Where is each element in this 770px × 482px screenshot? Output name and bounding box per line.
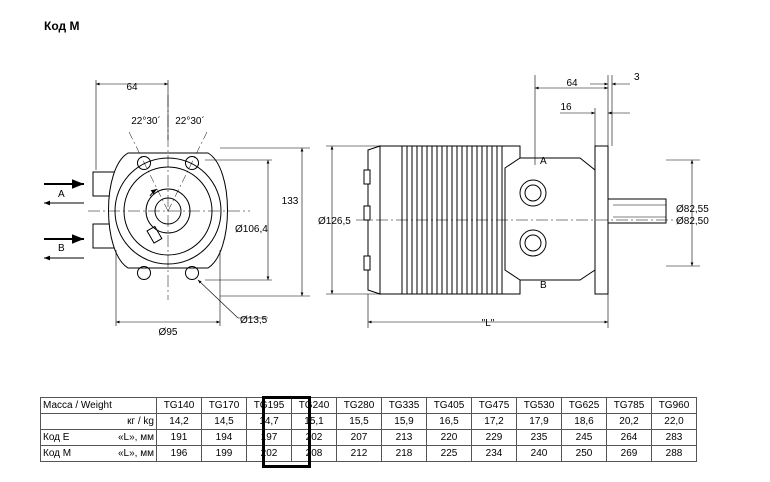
value-cell: 229 xyxy=(471,429,517,446)
value-cell: 14,5 xyxy=(201,413,247,430)
model-cell: TG170 xyxy=(201,397,247,414)
dim-hole: Ø13,5 xyxy=(240,315,268,326)
port-b-label: B xyxy=(58,243,65,254)
technical-drawing: 64 22°30´ 22°30´ 133 Ø106,4 Ø95 Ø13,5 A … xyxy=(44,72,709,338)
value-cell: 14,7 xyxy=(246,413,292,430)
value-cell: 199 xyxy=(201,445,247,462)
angle-left-label: 22°30´ xyxy=(131,115,161,127)
value-cell: 14,2 xyxy=(156,413,202,430)
table-row: Код M «L», мм 196 199 202 208 212 218 22… xyxy=(40,445,697,462)
value-cell: 283 xyxy=(651,429,697,446)
value-cell: 16,5 xyxy=(426,413,472,430)
value-cell: 208 xyxy=(291,445,337,462)
table-row: Код E «L», мм 191 194 197 202 207 213 22… xyxy=(40,429,697,446)
row-unit: «L», мм xyxy=(110,429,157,446)
value-cell: 20,2 xyxy=(606,413,652,430)
table-row: кг / kg 14,2 14,5 14,7 15,1 15,5 15,9 16… xyxy=(40,413,697,430)
value-cell: 15,1 xyxy=(291,413,337,430)
value-cell: 18,6 xyxy=(561,413,607,430)
side-dim-3: 3 xyxy=(634,72,640,83)
side-dim-16: 16 xyxy=(560,102,572,113)
dim-bolt-circle: Ø95 xyxy=(159,327,178,338)
value-cell: 245 xyxy=(561,429,607,446)
row-label: Код M xyxy=(40,445,111,462)
row-label xyxy=(40,413,111,430)
model-cell: TG475 xyxy=(471,397,517,414)
value-cell: 15,5 xyxy=(336,413,382,430)
value-cell: 234 xyxy=(471,445,517,462)
angle-right-label: 22°30´ xyxy=(175,115,205,127)
model-cell: TG625 xyxy=(561,397,607,414)
value-cell: 15,9 xyxy=(381,413,427,430)
value-cell: 213 xyxy=(381,429,427,446)
row-label: Код E xyxy=(40,429,111,446)
row-unit: «L», мм xyxy=(110,445,157,462)
value-cell: 220 xyxy=(426,429,472,446)
model-cell: TG140 xyxy=(156,397,202,414)
header-label: Масса / Weight xyxy=(40,397,157,414)
side-view xyxy=(326,75,700,328)
value-cell: 196 xyxy=(156,445,202,462)
dim-width-top: 64 xyxy=(126,82,138,93)
value-cell: 264 xyxy=(606,429,652,446)
value-cell: 288 xyxy=(651,445,697,462)
side-dim-shaft-1: Ø82,55 xyxy=(676,204,709,215)
value-cell: 17,9 xyxy=(516,413,562,430)
value-cell: 191 xyxy=(156,429,202,446)
row-unit: кг / kg xyxy=(110,413,157,430)
value-cell: 212 xyxy=(336,445,382,462)
dim-pilot: Ø106,4 xyxy=(235,224,268,235)
model-cell-highlighted: TG195 xyxy=(246,397,292,414)
model-cell: TG530 xyxy=(516,397,562,414)
value-cell: 207 xyxy=(336,429,382,446)
table-header-row: Масса / Weight TG140 TG170 TG195 TG240 T… xyxy=(40,397,697,414)
front-view xyxy=(44,80,310,326)
value-cell: 235 xyxy=(516,429,562,446)
value-cell: 202 xyxy=(246,445,292,462)
page-title: Код М xyxy=(44,19,80,33)
value-cell: 17,2 xyxy=(471,413,517,430)
value-cell: 194 xyxy=(201,429,247,446)
value-cell: 240 xyxy=(516,445,562,462)
side-dim-body: Ø126,5 xyxy=(318,216,351,227)
value-cell: 269 xyxy=(606,445,652,462)
side-dim-length: "L" xyxy=(482,318,495,329)
side-dim-shaft-2: Ø82,50 xyxy=(676,216,709,227)
model-cell: TG240 xyxy=(291,397,337,414)
value-cell: 197 xyxy=(246,429,292,446)
side-port-a-label: A xyxy=(540,156,547,167)
model-cell: TG405 xyxy=(426,397,472,414)
model-cell: TG785 xyxy=(606,397,652,414)
value-cell: 218 xyxy=(381,445,427,462)
value-cell: 22,0 xyxy=(651,413,697,430)
dim-height: 133 xyxy=(282,196,299,207)
model-cell: TG960 xyxy=(651,397,697,414)
value-cell: 202 xyxy=(291,429,337,446)
port-a-label: A xyxy=(58,189,65,200)
spec-table: Масса / Weight TG140 TG170 TG195 TG240 T… xyxy=(40,397,697,462)
model-cell: TG280 xyxy=(336,397,382,414)
value-cell: 250 xyxy=(561,445,607,462)
model-cell: TG335 xyxy=(381,397,427,414)
value-cell: 225 xyxy=(426,445,472,462)
side-dim-64: 64 xyxy=(566,78,578,89)
side-port-b-label: B xyxy=(540,280,547,291)
